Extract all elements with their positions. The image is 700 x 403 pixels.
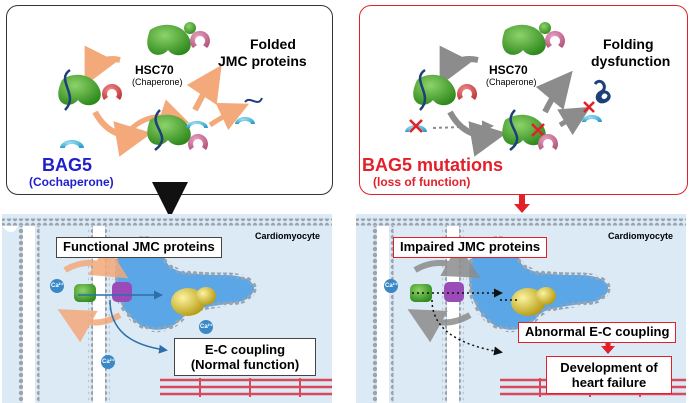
folding-label-line1: Folding <box>603 36 654 52</box>
released-mutant-bag5-icon <box>582 101 602 122</box>
cycle-arrow <box>535 70 573 114</box>
cycle-arrow <box>92 110 152 157</box>
bag5-icon <box>60 140 84 148</box>
misfolded-protein-icon <box>593 79 611 104</box>
hsc70-label: HSC70 <box>489 63 528 77</box>
functional-jmc-box: Functional JMC proteins <box>56 237 222 258</box>
ca-ion-label: Ca²⁺ <box>200 324 213 330</box>
cycle-arrow <box>557 106 591 136</box>
ca-ion-label: Ca²⁺ <box>385 283 398 289</box>
folded-label-line1: Folded <box>250 36 296 52</box>
ec-coupling-box: E-C coupling (Normal function) <box>174 338 316 376</box>
hsc70-mutant-complex-icon <box>502 109 558 151</box>
bag5-role-label: (Cochaperone) <box>29 175 114 189</box>
ec-coupling-line1: E-C coupling <box>204 342 286 357</box>
ca-ion-label: Ca²⁺ <box>102 359 115 365</box>
heart-failure-line1: Development of <box>560 360 658 375</box>
cycle-arrow <box>84 45 121 86</box>
adp-label: ADP <box>106 110 121 117</box>
chaperone-label: (Chaperone) <box>132 77 183 87</box>
impaired-jmc-box: Impaired JMC proteins <box>393 237 548 258</box>
heart-failure-line2: heart failure <box>571 375 647 390</box>
hsc70-chaperone-icon <box>502 22 565 56</box>
hsc70-bag5-atp-complex-icon <box>147 109 208 151</box>
ca-ion-label: Ca²⁺ <box>51 283 64 289</box>
released-bag5-icon <box>235 117 255 124</box>
atp-label: ATP <box>192 158 206 165</box>
hsc70-label: HSC70 <box>135 63 174 77</box>
mutant-bag5-icon <box>405 119 427 133</box>
folded-label-line2: JMC proteins <box>218 53 307 69</box>
cycle-arrow <box>447 110 507 157</box>
bag5-label: BAG5 <box>42 155 93 175</box>
hsc70-chaperone-icon <box>147 22 210 56</box>
chaperone-label: (Chaperone) <box>486 77 537 87</box>
bag5-mutations-label: BAG5 mutations <box>362 155 504 175</box>
hsc70-adp-complex-icon <box>58 68 123 111</box>
atp-label: ATP <box>542 158 556 165</box>
abnormal-ec-box: Abnormal E-C coupling <box>518 322 677 343</box>
hsc70-adp-complex-icon <box>413 68 478 111</box>
ec-coupling-line2: (Normal function) <box>190 357 300 372</box>
heart-failure-box: Development of heart failure <box>546 356 672 394</box>
cycle-arrow <box>186 65 222 112</box>
cycle-arrow <box>439 45 479 86</box>
adp-label: ADP <box>461 110 476 117</box>
cycle-arrow <box>208 102 250 131</box>
folded-protein-icon <box>244 97 263 103</box>
loss-of-function-label: (loss of function) <box>373 175 471 189</box>
cell-label-right: Cardiomyocyte <box>608 231 674 241</box>
cell-label-left: Cardiomyocyte <box>255 231 321 241</box>
folding-label-line2: dysfunction <box>591 53 671 69</box>
